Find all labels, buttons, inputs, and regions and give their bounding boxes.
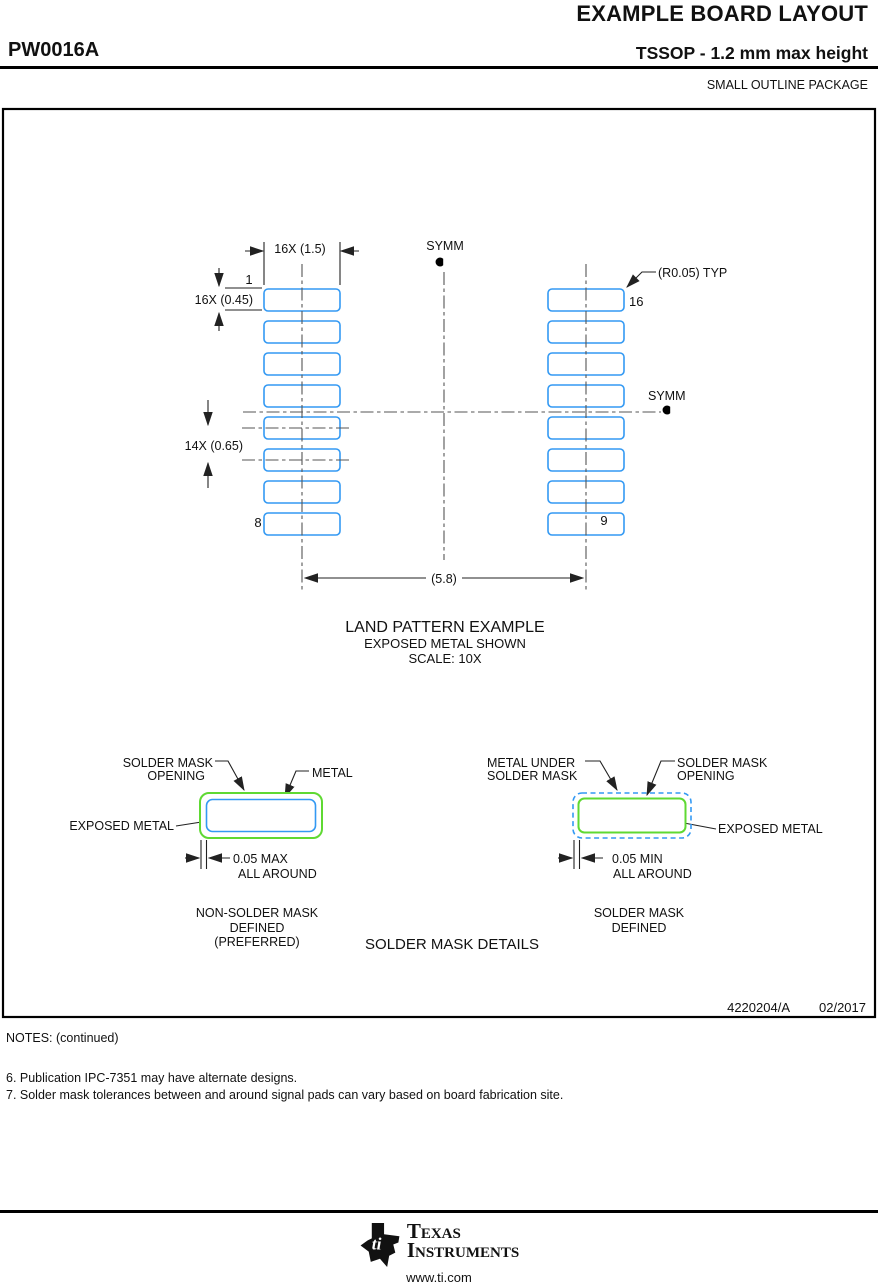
footer-rule [0,1210,878,1213]
smd-metal-label-1: METAL UNDER [487,756,575,770]
smd-metal-under-mask [572,792,692,839]
nsmd-metal-label: METAL [312,766,353,780]
dim-pitch-label: 14X (0.65) [185,439,243,453]
smd-opening-label-1: SOLDER MASK [677,756,768,770]
drawing-date: 02/2017 [819,1000,866,1015]
land-pattern-subtitle1: EXPOSED METAL SHOWN [364,636,526,651]
pin-16-label: 16 [629,294,643,309]
smd-metal-label-2: SOLDER MASK [487,769,578,783]
smd-dim1-label: 0.05 MIN [612,852,663,866]
nsmd-caption-2: DEFINED [230,921,285,935]
drawing-number: 4220204/A [727,1000,790,1015]
ti-wordmark-line2: Instruments [406,1238,520,1263]
nsmd-opening-label-1: SOLDER MASK [123,756,214,770]
nsmd-caption-3: (PREFERRED) [214,935,299,949]
nsmd-opening-label-2: OPENING [147,769,205,783]
footer: ti Texas Instruments www.ti.com [0,1219,878,1285]
package-subtitle: TSSOP - 1.2 mm max height [635,43,868,63]
ti-bug-icon: ti [360,1223,400,1267]
nsmd-dim1-label: 0.05 MAX [233,852,289,866]
part-number: PW0016A [8,39,100,61]
note-item: 7. Solder mask tolerances between and ar… [6,1088,564,1103]
nsmd-pad-figure [199,792,323,839]
ti-wordmark-line1: Texas [406,1219,461,1243]
dimension-lines [175,242,717,869]
smd-exposed-metal-label: EXPOSED METAL [718,822,823,836]
nsmd-dim2-label: ALL AROUND [238,867,317,881]
solder-mask-details-title: SOLDER MASK DETAILS [365,936,539,953]
notes-section: NOTES: (continued) 6. Publication IPC-73… [6,1031,563,1104]
smd-opening-label-2: OPENING [677,769,735,783]
dim-pad-width-label: 16X (1.5) [274,242,325,256]
ti-logo: ti Texas Instruments [359,1219,520,1268]
land-pattern-title: LAND PATTERN EXAMPLE [345,619,544,636]
svg-text:ti: ti [372,1235,382,1254]
package-type: SMALL OUTLINE PACKAGE [706,78,868,92]
centerlines [242,264,661,590]
ti-website: www.ti.com [406,1270,472,1285]
page-title: EXAMPLE BOARD LAYOUT [576,1,868,26]
radius-note-label: (R0.05) TYP [658,266,727,280]
notes-heading: NOTES: (continued) [6,1031,119,1045]
dim-pad-height-label: 16X (0.45) [195,293,253,307]
pin-8-label: 8 [254,515,261,530]
pin-1-label: 1 [245,272,252,287]
header-rule [0,66,878,69]
land-pattern-subtitle2: SCALE: 10X [409,651,482,666]
smd-caption-2: DEFINED [612,921,667,935]
dim-span-label: (5.8) [431,572,457,586]
smd-caption-1: SOLDER MASK [594,906,685,920]
nsmd-metal [205,798,317,833]
ti-wordmark: Texas Instruments [406,1219,520,1263]
symm-right-label: SYMM [648,389,686,403]
symm-top-label: SYMM [426,239,464,253]
smd-dim2-label: ALL AROUND [613,867,692,881]
note-item: 6. Publication IPC-7351 may have alterna… [6,1070,298,1085]
drawing-border [1,107,877,1019]
smd-solder-mask-opening [577,797,687,834]
nsmd-caption-1: NON-SOLDER MASK [196,906,319,920]
nsmd-exposed-metal-label: EXPOSED METAL [69,819,174,833]
pin-9-label: 9 [600,513,607,528]
smd-pad-figure [572,792,692,839]
